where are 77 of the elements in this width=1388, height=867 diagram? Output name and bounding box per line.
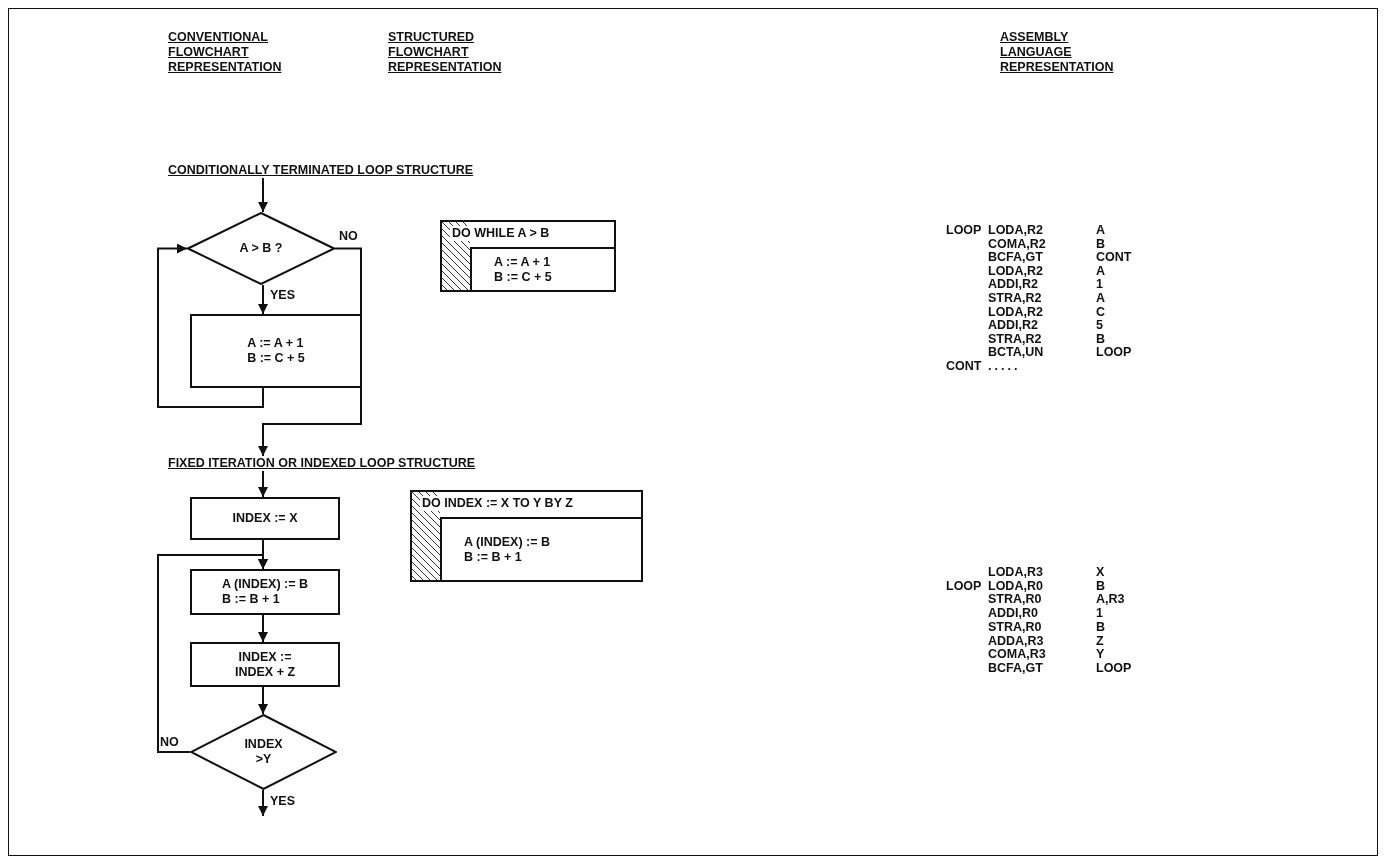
code-label: LOOP	[946, 223, 982, 237]
instruction-mnemonic: LODA,R2	[988, 263, 1043, 278]
code-label: CONT	[946, 359, 982, 373]
instruction-mnemonic: BCFA,GT	[988, 250, 1043, 265]
process-box	[190, 314, 362, 388]
column-heading: CONVENTIONAL FLOWCHART REPRESENTATION	[168, 30, 283, 75]
operand-text: A	[1096, 291, 1106, 305]
operand-text: A	[1096, 223, 1106, 237]
statement-text: A := A + 1	[494, 254, 552, 270]
arrow	[258, 470, 268, 498]
code-label: LOOP	[946, 578, 982, 593]
process-box	[190, 569, 340, 615]
instruction-mnemonic: LODA,R0	[988, 578, 1043, 593]
instruction-mnemonic: ADDI,R2	[988, 318, 1038, 333]
instruction-mnemonic: STRA,R0	[988, 592, 1042, 607]
condition-text: A > B ?	[238, 241, 284, 256]
instruction-mnemonic: COMA,R3	[988, 647, 1046, 662]
edge-label: NO	[339, 230, 358, 243]
operand-text: X	[1096, 565, 1105, 579]
condition-text: INDEX >Y	[243, 737, 284, 767]
column-heading: ASSEMBLY LANGUAGE REPRESENTATION	[1000, 30, 1115, 75]
arrow	[258, 686, 268, 715]
instruction-mnemonic: STRA,R0	[988, 619, 1042, 634]
instruction-mnemonic: STRA,R2	[988, 291, 1042, 305]
arrow	[258, 177, 268, 213]
statement-text: A (INDEX) := B	[464, 534, 551, 550]
edge-label: YES	[270, 795, 295, 808]
operand-text: A,R3	[1096, 592, 1125, 607]
statement-text: B := C + 5	[494, 269, 553, 285]
operand-text: LOOP	[1096, 345, 1132, 360]
instruction-mnemonic: ADDI,R2	[988, 277, 1038, 292]
statement-text: INDEX := INDEX + Z	[233, 649, 297, 680]
operand-text: LOOP	[1096, 660, 1132, 675]
operand-text: B	[1096, 619, 1106, 634]
instruction-mnemonic: ADDA,R3	[988, 633, 1044, 648]
statement-text: A := A + 1	[247, 336, 305, 351]
instruction-mnemonic: STRA,R2	[988, 331, 1042, 346]
statement-text: B := B + 1	[222, 592, 281, 607]
operand-text: B	[1096, 578, 1106, 593]
instruction-mnemonic: COMA,R2	[988, 236, 1046, 251]
instruction-mnemonic: ADDI,R0	[988, 606, 1038, 621]
operand-text: B	[1096, 331, 1106, 346]
arrow	[258, 614, 268, 643]
column-heading: STRUCTURED FLOWCHART REPRESENTATION	[388, 30, 503, 75]
instruction-mnemonic: BCFA,GT	[988, 660, 1043, 675]
instruction-mnemonic: .....	[988, 359, 1021, 373]
process-box	[190, 497, 340, 540]
operand-text: B	[1096, 236, 1106, 251]
section-heading: CONDITIONALLY TERMINATED LOOP STRUCTURE	[168, 163, 474, 178]
loop-header-text: DO INDEX := X TO Y BY Z	[420, 496, 575, 511]
instruction-mnemonic: LODA,R3	[988, 565, 1043, 579]
edge-label: NO	[160, 736, 179, 749]
statement-text: B := B + 1	[464, 549, 523, 565]
statement-text: B := C + 5	[247, 351, 305, 366]
statement-text: A (INDEX) := B	[222, 577, 308, 592]
arrow	[258, 789, 268, 817]
operand-text: 1	[1096, 277, 1103, 292]
statement-text: INDEX := X	[232, 511, 298, 526]
instruction-mnemonic: BCTA,UN	[988, 345, 1044, 360]
arrow	[157, 243, 264, 408]
instruction-mnemonic: LODA,R2	[988, 223, 1043, 237]
operand-text: C	[1096, 304, 1106, 319]
edge-label: YES	[270, 289, 295, 302]
operand-text: Y	[1096, 647, 1105, 662]
operand-text: CONT	[1096, 250, 1132, 265]
instruction-mnemonic: LODA,R2	[988, 304, 1043, 319]
structured-loop-box	[410, 490, 643, 582]
structured-loop-box	[440, 220, 616, 292]
operand-text: 5	[1096, 318, 1103, 333]
arrow	[258, 284, 268, 315]
operand-text: Z	[1096, 633, 1104, 648]
process-box	[190, 642, 340, 687]
operand-text: 1	[1096, 606, 1103, 621]
loop-header-text: DO WHILE A > B	[450, 226, 552, 241]
operand-text: A	[1096, 263, 1106, 278]
section-heading: FIXED ITERATION OR INDEXED LOOP STRUCTURE	[168, 456, 476, 471]
arrow	[157, 554, 268, 753]
